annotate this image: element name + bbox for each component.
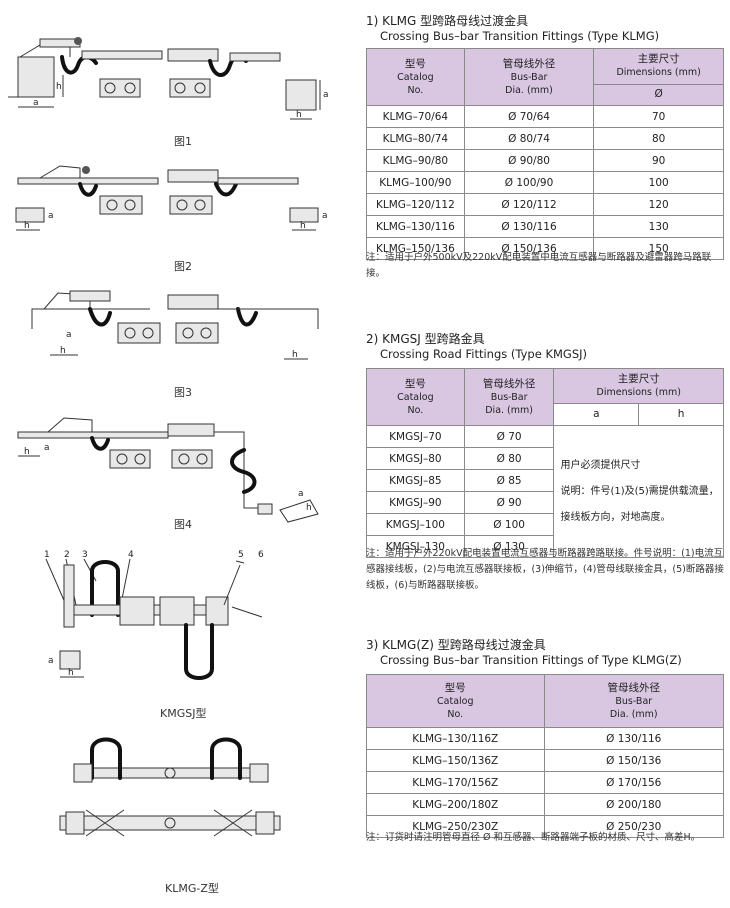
klmgz-caption: KLMG-Z型 xyxy=(165,882,219,895)
klmgz-header-dia: 管母线外径 Bus-Bar Dia. (mm) xyxy=(543,674,725,728)
section3-note: 注：订货时请注明管母直径 Ø 和互感器、断路器端子板的材质、尺寸、高差H。 xyxy=(366,832,701,843)
figure-3-caption: 图3 xyxy=(174,386,192,399)
kmgsj-table: 型号 Catalog No. 管母线外径 Bus-Bar Dia. (mm) 主… xyxy=(366,368,724,558)
fig3-dim-h-right: h xyxy=(292,350,298,360)
klmg-header-dim-sub: Ø xyxy=(593,83,724,107)
kmgsj-header-h: h xyxy=(638,403,724,426)
figure-2-drawing: h a h a xyxy=(15,165,328,231)
fig2-dim-h-right: h xyxy=(300,221,306,231)
section1-title: 1) KLMG 型跨路母线过渡金具 xyxy=(366,14,529,28)
section2-title: 2) KMGSJ 型跨路金具 xyxy=(366,332,485,346)
kmgsj-dim-h: h xyxy=(68,668,74,678)
fig1-dim-a: a xyxy=(33,98,39,108)
fig4-dim-h: h xyxy=(24,447,30,457)
klmg-header-dia: 管母线外径 Bus-Bar Dia. (mm) xyxy=(463,48,595,106)
callout-1: 1 xyxy=(44,550,50,560)
fig4-dim-h-right: h xyxy=(306,503,312,513)
fig2-dim-a-right: a xyxy=(322,211,328,221)
klmgz-table: 型号 Catalog No. 管母线外径 Bus-Bar Dia. (mm) K… xyxy=(366,674,725,838)
figure-4-drawing: h a a h xyxy=(17,417,319,523)
fig3-dim-a: a xyxy=(66,330,72,340)
kmgsj-header-model: 型号 Catalog No. xyxy=(366,368,465,426)
klmgz-drawing xyxy=(59,737,281,837)
figure-2-caption: 图2 xyxy=(174,260,192,273)
section1-note: 注：适用于户外500kV及220kV配电装置中电流互感器与断路器及避雷器跨马路联… xyxy=(366,252,712,279)
fig2-dim-a: a xyxy=(48,211,54,221)
kmgsj-header-a: a xyxy=(553,403,640,426)
klmgz-header-model: 型号 Catalog No. xyxy=(366,674,545,728)
callout-2: 2 xyxy=(64,550,70,560)
kmgsj-header-dia: 管母线外径 Bus-Bar Dia. (mm) xyxy=(463,368,555,426)
callout-6: 6 xyxy=(258,550,264,560)
fig1-dim-a-right: a xyxy=(323,90,329,100)
section3-subtitle: Crossing Bus–bar Transition Fittings of … xyxy=(380,653,682,667)
fig3-dim-h: h xyxy=(60,346,66,356)
fig2-dim-h: h xyxy=(24,221,30,231)
klmg-table: 型号 Catalog No. 管母线外径 Bus-Bar Dia. (mm) 主… xyxy=(366,48,724,260)
section1-subtitle: Crossing Bus–bar Transition Fittings (Ty… xyxy=(380,29,660,43)
kmgsj-dim-a: a xyxy=(48,656,54,666)
kmgsj-header-dim: 主要尺寸 Dimensions (mm) xyxy=(553,368,724,404)
callout-4: 4 xyxy=(128,550,134,560)
fig4-dim-a: a xyxy=(44,443,50,453)
callout-3: 3 xyxy=(82,550,88,560)
drawings-column: a h h a 图1 h a h a 图2 xyxy=(0,0,350,908)
kmgsj-merged-note: 用户必须提供尺寸 说明：件号(1)及(5)需提供载流量， 接线板方向，对地高度。 xyxy=(553,425,724,558)
figure-3-drawing: h a h xyxy=(31,290,319,360)
fig1-dim-h: h xyxy=(56,82,62,92)
kmgsj-drawing: 1 2 3 4 5 6 h a xyxy=(44,550,264,680)
section2-subtitle: Crossing Road Fittings (Type KMGSJ) xyxy=(380,347,588,361)
klmg-header-model: 型号 Catalog No. xyxy=(366,48,465,106)
figure-4-caption: 图4 xyxy=(174,518,192,531)
fig4-dim-a-right: a xyxy=(298,489,304,499)
section3-title: 3) KLMG(Z) 型跨路母线过渡金具 xyxy=(366,638,546,652)
section2-note: 注：适用于户外220kV配电装置电流互感器与断路器跨路联接。件号说明：(1)电流… xyxy=(366,548,724,591)
fig1-dim-h-right: h xyxy=(296,110,302,120)
callout-5: 5 xyxy=(238,550,244,560)
klmg-header-dim: 主要尺寸 Dimensions (mm) xyxy=(593,48,724,85)
figure-1-drawing: a h h a xyxy=(8,37,329,120)
figure-1-caption: 图1 xyxy=(174,135,192,148)
kmgsj-caption: KMGSJ型 xyxy=(160,707,207,720)
